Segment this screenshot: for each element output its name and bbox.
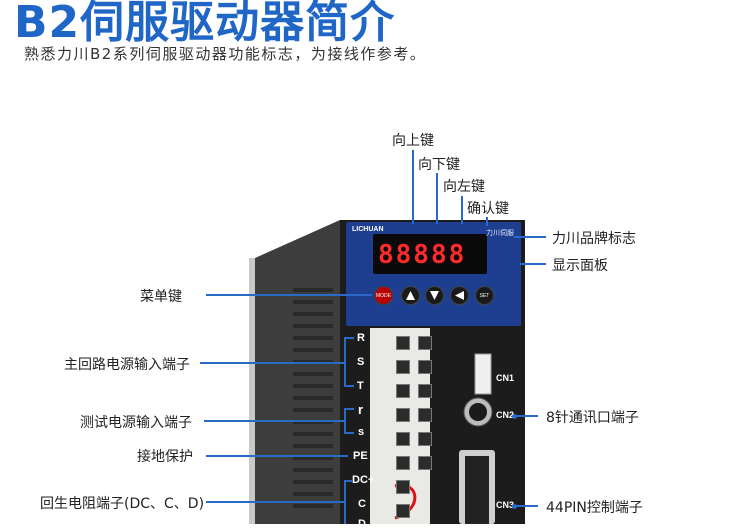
leader-line-up (412, 150, 414, 224)
leader-line-cn2 (514, 415, 538, 417)
terminal-screw (418, 336, 432, 350)
label-ground: 接地保护 (137, 449, 193, 465)
terminal-screw (396, 456, 410, 470)
label-left-key: 向左键 (443, 179, 485, 195)
bracket-regen-top (344, 480, 352, 482)
triangle-left-icon (455, 291, 464, 300)
page-subtitle: 熟悉力川B2系列伺服驱动器功能标志，为接线作参考。 (24, 45, 427, 63)
leader-line-menu (206, 294, 372, 296)
leader-line-ground (206, 455, 348, 457)
left-key[interactable] (450, 286, 469, 305)
leader-line-main-power (200, 362, 344, 364)
terminal-dc-plus: DC+ (352, 474, 375, 486)
bracket-regen (344, 480, 346, 524)
label-test-power: 测试电源输入端子 (80, 415, 192, 431)
leader-line-left (461, 196, 463, 224)
leader-line-brand (514, 236, 546, 238)
panel-tag: 力川伺服 (486, 230, 514, 237)
terminal-screw (396, 360, 410, 374)
bracket-main-power-top (344, 337, 354, 339)
mode-key[interactable]: MODE (374, 286, 393, 305)
terminal-pe: PE (353, 450, 368, 462)
set-key[interactable]: SET (475, 286, 494, 305)
terminal-screw (396, 432, 410, 446)
terminal-screw (396, 408, 410, 422)
brand-logo: LICHUAN (352, 226, 384, 233)
up-key[interactable] (401, 286, 420, 305)
leader-line-regen (206, 501, 344, 503)
leader-dot (512, 414, 517, 419)
terminal-screw (396, 384, 410, 398)
terminal-screw (418, 456, 432, 470)
terminal-screw (418, 360, 432, 374)
terminal-r-test: r (358, 402, 364, 417)
triangle-down-icon (430, 291, 439, 300)
seven-segment-display: 88888 (378, 240, 467, 270)
terminal-t-main: T (357, 380, 364, 392)
down-key[interactable] (425, 286, 444, 305)
bracket-main-power (344, 337, 346, 387)
label-confirm-key: 确认键 (467, 201, 509, 217)
terminal-screw (418, 384, 432, 398)
terminal-d: D (358, 518, 366, 530)
label-regen-resistor: 回生电阻端子(DC、C、D) (40, 496, 205, 512)
bracket-main-power-bottom (344, 385, 354, 387)
terminal-screw (418, 432, 432, 446)
label-menu-key: 菜单键 (140, 289, 182, 305)
terminal-s-test: s (358, 426, 365, 438)
label-down-key: 向下键 (418, 157, 460, 173)
label-cn3-port: 44PIN控制端子 (546, 500, 643, 516)
bracket-test-power (344, 408, 346, 434)
terminal-screw (396, 480, 410, 494)
label-cn2-port: 8针通讯口端子 (546, 410, 639, 426)
terminal-screw (418, 408, 432, 422)
label-up-key: 向上键 (392, 133, 434, 149)
terminal-s-main: S (357, 356, 365, 368)
label-display-panel: 显示面板 (552, 258, 608, 274)
label-main-power: 主回路电源输入端子 (64, 357, 190, 373)
bracket-test-power-top (344, 408, 354, 410)
port-cn1-label: CN1 (496, 373, 515, 383)
port-cn2-label: CN2 (496, 410, 515, 420)
page-title: B2伺服驱动器简介 (14, 0, 396, 48)
terminal-r-main: R (357, 332, 365, 344)
terminal-c: C (358, 498, 366, 510)
triangle-up-icon (406, 291, 415, 300)
terminal-screw (396, 504, 410, 518)
leader-line-display (520, 263, 546, 265)
leader-dot (512, 504, 517, 509)
terminal-screw (396, 336, 410, 350)
port-cn3-label: CN3 (496, 500, 515, 510)
leader-line-confirm (486, 217, 488, 226)
leader-line-down (436, 173, 438, 224)
label-brand-logo: 力川品牌标志 (552, 231, 636, 247)
leader-line-test-power (204, 420, 344, 422)
bracket-test-power-bottom (344, 432, 354, 434)
leader-line-cn3 (514, 505, 538, 507)
